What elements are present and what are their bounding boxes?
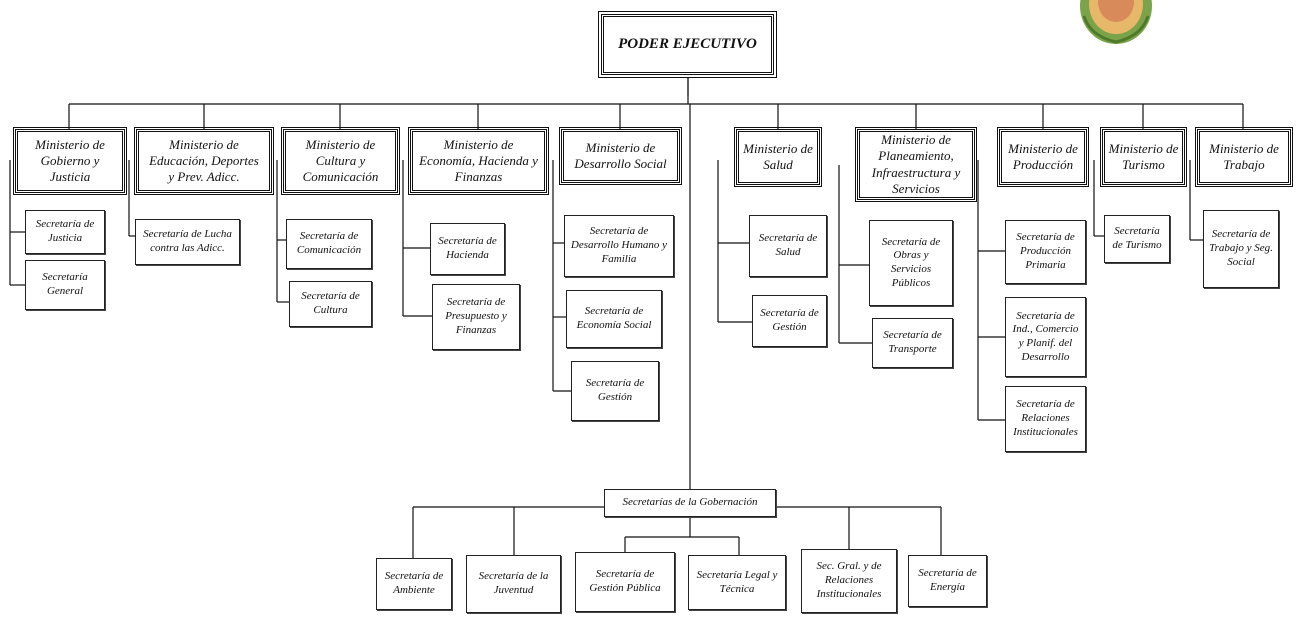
secretaria-legal-tecnica: Secretaría Legal y Técnica (688, 555, 786, 610)
provincial-seal-logo (1080, 0, 1152, 44)
secretaria-obras-servicios-publicos: Secretaría de Obras y Servicios Públicos (869, 220, 953, 306)
ministerio-planeamiento-infraestructura: Ministerio de Planeamiento, Infraestruct… (855, 127, 977, 202)
secretaria-energia: Secretaría de Energía (908, 555, 987, 607)
secretaria-gestion-salud: Secretaría de Gestión (752, 295, 827, 347)
ministerio-desarrollo-social: Ministerio de Desarrollo Social (559, 127, 682, 185)
ministerio-turismo: Ministerio de Turismo (1100, 127, 1187, 187)
secretaria-salud: Secretaría de Salud (749, 215, 827, 277)
secretaria-ambiente: Secretaría de Ambiente (376, 558, 452, 610)
secretaria-gestion-publica: Secretaría de Gestión Pública (575, 552, 675, 612)
secretaria-general-relaciones-institucionales: Sec. Gral. y de Relaciones Institucional… (801, 549, 897, 613)
secretaria-hacienda: Secretaría de Hacienda (430, 223, 505, 275)
ministerio-salud: Ministerio de Salud (734, 127, 822, 187)
secretaria-juventud: Secretaría de la Juventud (466, 555, 561, 613)
secretarias-gobernacion-box: Secretarías de la Gobernación (604, 489, 776, 517)
ministerio-economia-hacienda: Ministerio de Economía, Hacienda y Finan… (408, 127, 549, 195)
secretaria-cultura: Secretaría de Cultura (289, 281, 372, 327)
secretaria-justicia: Secretaría de Justicia (25, 210, 105, 254)
secretaria-industria-comercio: Secretaría de Ind., Comercio y Planif. d… (1005, 297, 1086, 377)
secretaria-lucha-adicciones: Secretaría de Lucha contra las Adicc. (135, 219, 240, 265)
secretaria-presupuesto-finanzas: Secretaría de Presupuesto y Finanzas (432, 284, 520, 350)
secretaria-turismo: Secretaría de Turismo (1104, 215, 1170, 263)
poder-ejecutivo-box: PODER EJECUTIVO (598, 11, 777, 78)
ministerio-trabajo: Ministerio de Trabajo (1195, 127, 1293, 187)
ministerio-educacion-deportes: Ministerio de Educación, Deportes y Prev… (134, 127, 274, 195)
ministerio-gobierno-justicia: Ministerio de Gobierno y Justicia (13, 127, 127, 195)
secretaria-produccion-primaria: Secretaría de Producción Primaria (1005, 220, 1086, 284)
secretaria-relaciones-institucionales-produccion: Secretaría de Relaciones Institucionales (1005, 386, 1086, 452)
secretaria-desarrollo-humano: Secretaría de Desarrollo Humano y Famili… (564, 215, 674, 277)
ministerio-produccion: Ministerio de Producción (997, 127, 1089, 187)
ministerio-cultura-comunicacion: Ministerio de Cultura y Comunicación (281, 127, 400, 195)
secretaria-trabajo-seguridad-social: Secretaría de Trabajo y Seg. Social (1203, 210, 1279, 288)
secretaria-comunicacion: Secretaría de Comunicación (286, 219, 372, 269)
secretaria-gestion-desarrollo-social: Secretaría de Gestión (571, 361, 659, 421)
secretaria-economia-social: Secretaría de Economía Social (566, 290, 662, 348)
secretaria-transporte: Secretaría de Transporte (872, 318, 953, 368)
secretaria-general: Secretaría General (25, 260, 105, 310)
